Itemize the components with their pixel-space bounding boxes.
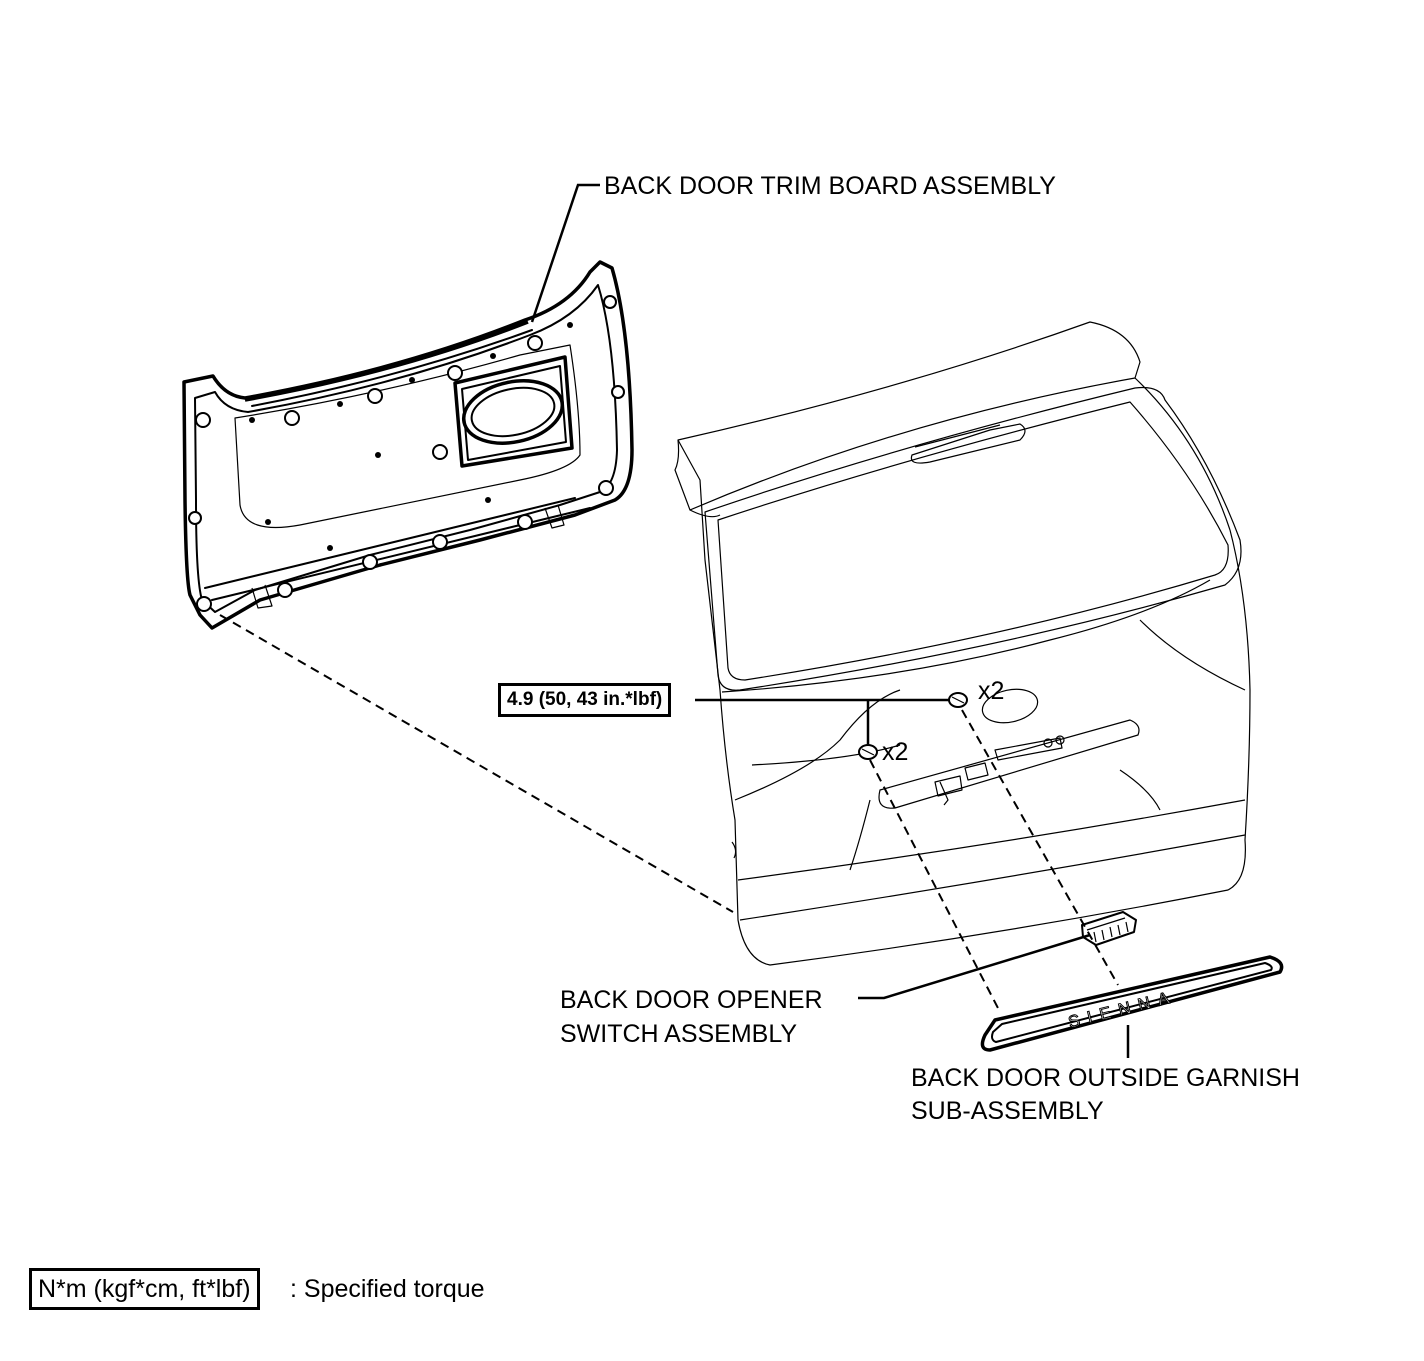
qty-lower: x2 [882,738,909,766]
alignment-line-nut-lower [869,759,1001,1013]
label-garnish-line1: BACK DOOR OUTSIDE GARNISH [911,1064,1300,1092]
label-trim-board: BACK DOOR TRIM BOARD ASSEMBLY [604,172,1056,200]
garnish-part: SIENNA [980,955,1284,1052]
leader-trim-board [530,183,600,323]
nut-lower [858,744,878,760]
label-opener-switch-line1: BACK DOOR OPENER [560,986,823,1014]
nut-upper [948,692,968,708]
legend-description: : Specified torque [290,1275,485,1303]
legend-unit-box: N*m (kgf*cm, ft*lbf) [29,1268,260,1310]
leader-opener-switch [858,933,1091,1000]
qty-upper: x2 [978,677,1005,705]
opener-switch-part [1081,911,1137,946]
alignment-line-nut-upper [961,709,1119,986]
label-garnish-line2: SUB-ASSEMBLY [911,1097,1104,1125]
torque-value-box: 4.9 (50, 43 in.*lbf) [498,683,672,717]
trim-board-part [182,260,634,630]
label-opener-switch-line2: SWITCH ASSEMBLY [560,1020,798,1048]
back-door-part [674,321,1251,966]
garnish-emblem-text: SIENNA [1066,987,1179,1032]
alignment-line-trim-board [219,614,734,913]
